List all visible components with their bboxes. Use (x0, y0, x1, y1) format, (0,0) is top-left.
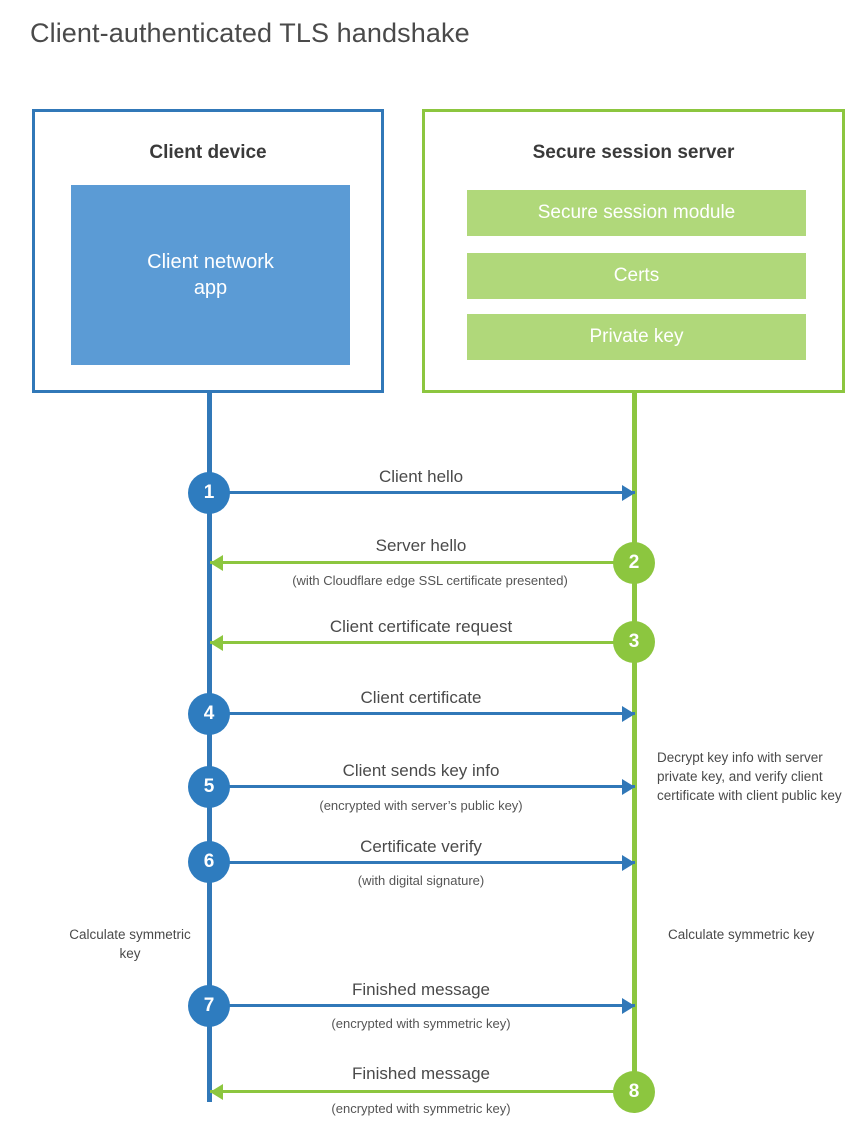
step-badge-1-number: 1 (203, 482, 215, 503)
step-3-label: Client certificate request (329, 617, 513, 636)
step-8-label: Finished message (352, 1064, 490, 1083)
step-2-arrow-line (210, 561, 635, 564)
client-device-box: Client device Client network app (32, 109, 384, 393)
step-7-sublabel: (encrypted with symmetric key) (331, 1016, 511, 1031)
step-7-label: Finished message (352, 980, 490, 999)
step-2-arrowhead-icon (210, 555, 223, 571)
step-5-arrow-line (210, 785, 635, 788)
server-block-certs: Certs (467, 253, 806, 299)
step-8-sublabel: (encrypted with symmetric key) (331, 1101, 511, 1116)
step-badge-3[interactable]: 3 (613, 621, 655, 663)
step-6-sublabel: (with digital signature) (357, 873, 485, 888)
step-7-arrow-line (210, 1004, 635, 1007)
client-device-title: Client device (149, 142, 267, 163)
step-1-label: Client hello (378, 467, 464, 486)
step-2-sublabel: (with Cloudflare edge SSL certificate pr… (292, 573, 568, 588)
step-badge-7[interactable]: 7 (188, 985, 230, 1027)
secure-session-server-title: Secure session server (532, 142, 735, 163)
step-badge-4[interactable]: 4 (188, 693, 230, 735)
step-6-arrowhead-icon (622, 855, 635, 871)
step-8-arrow-line (210, 1090, 635, 1093)
step-5-sublabel: (encrypted with server’s public key) (319, 798, 523, 813)
step-badge-6-number: 6 (203, 851, 215, 872)
step-1-arrowhead-icon (622, 485, 635, 501)
step-4-arrow-line (210, 712, 635, 715)
step-3-arrowhead-icon (210, 635, 223, 651)
step-1-arrow-line (210, 491, 635, 494)
step-badge-6[interactable]: 6 (188, 841, 230, 883)
step-badge-1[interactable]: 1 (188, 472, 230, 514)
server-block-label: Secure session module (537, 202, 736, 223)
step-badge-3-number: 3 (628, 631, 640, 652)
step-6-label: Certificate verify (360, 837, 482, 856)
step-badge-2-number: 2 (628, 552, 640, 573)
step-badge-8[interactable]: 8 (613, 1071, 655, 1113)
server-lifeline (632, 390, 637, 1093)
client-network-app-block: Client network app (71, 185, 350, 365)
secure-session-server-box: Secure session server Secure session mod… (422, 109, 845, 393)
step-4-arrowhead-icon (622, 706, 635, 722)
step-3-arrow-line (210, 641, 635, 644)
server-block-label: Private key (589, 326, 684, 347)
step-8-arrowhead-icon (210, 1084, 223, 1100)
step-6-arrow-line (210, 861, 635, 864)
server-block-secure-session-module: Secure session module (467, 190, 806, 236)
note-calculate-symmetric-key-server: Calculate symmetric key (668, 927, 815, 942)
step-2-label: Server hello (375, 536, 467, 555)
step-badge-8-number: 8 (628, 1081, 640, 1102)
step-5-label: Client sends key info (342, 761, 500, 780)
step-badge-2[interactable]: 2 (613, 542, 655, 584)
client-network-app-label: Client network app (147, 251, 274, 299)
step-badge-7-number: 7 (203, 995, 215, 1016)
server-block-private-key: Private key (467, 314, 806, 360)
note-calculate-symmetric-key-client: Calculate symmetric key (69, 927, 191, 962)
step-badge-5-number: 5 (203, 776, 215, 797)
page-title: Client-authenticated TLS handshake (30, 18, 470, 48)
step-badge-4-number: 4 (203, 703, 215, 724)
client-lifeline (207, 390, 212, 1102)
step-5-arrowhead-icon (622, 779, 635, 795)
step-badge-5[interactable]: 5 (188, 766, 230, 808)
note-decrypt-key-info: Decrypt key info with server private key… (657, 750, 842, 804)
step-7-arrowhead-icon (622, 998, 635, 1014)
server-block-label: Certs (613, 265, 660, 286)
step-4-label: Client certificate (360, 688, 482, 707)
